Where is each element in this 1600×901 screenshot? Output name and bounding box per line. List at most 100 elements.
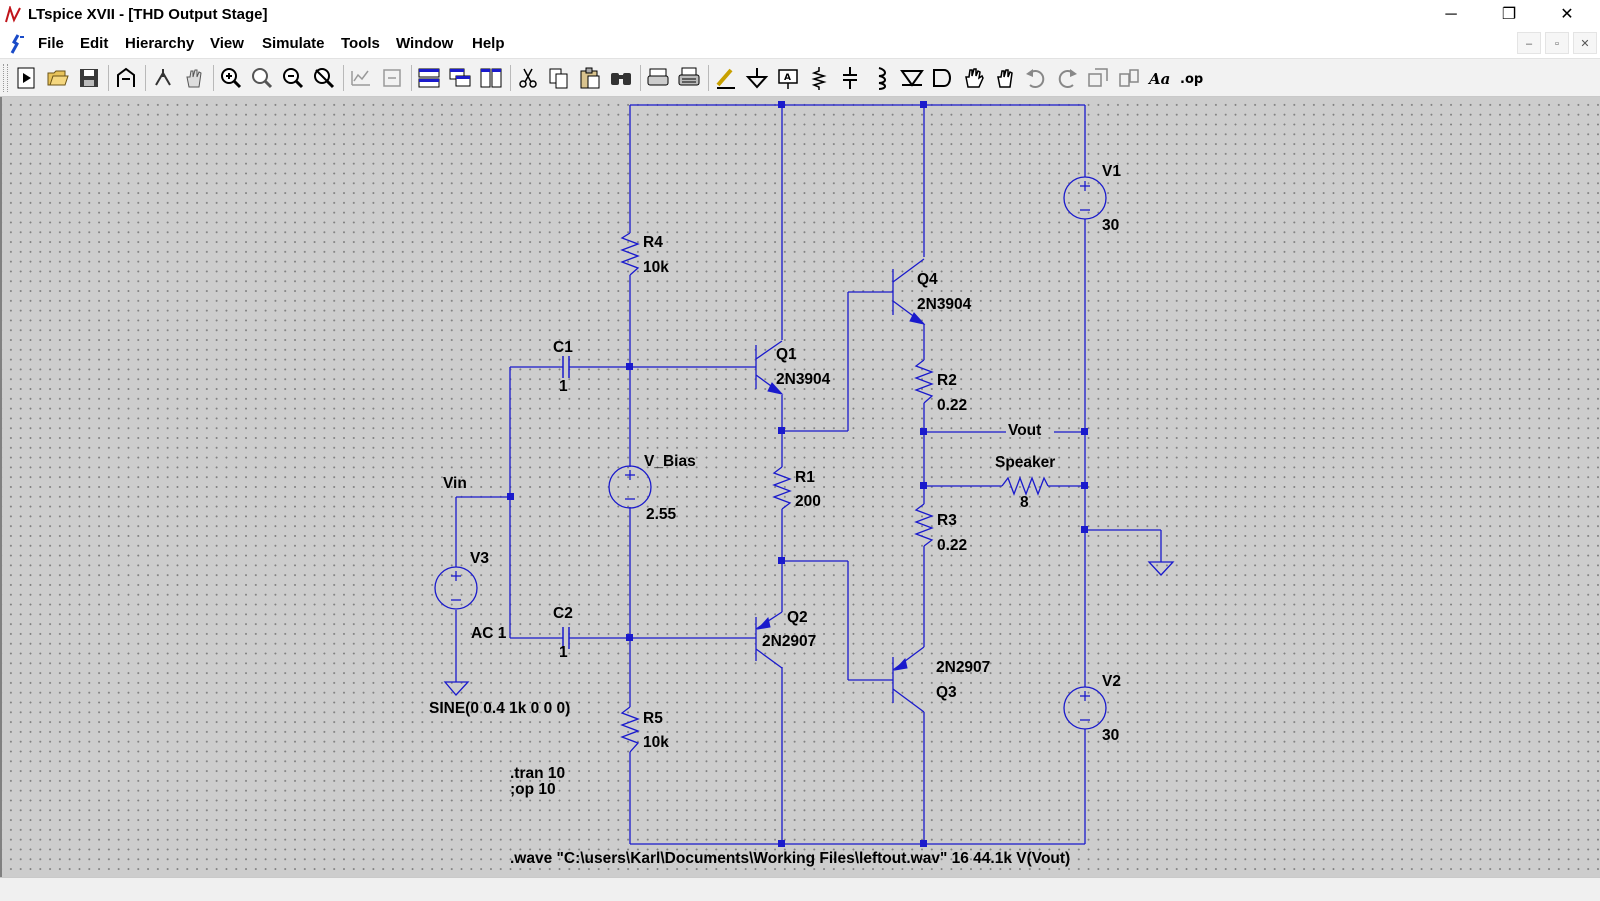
menu-file[interactable]: File: [38, 35, 64, 52]
vbias-value-label: 2.55: [646, 506, 677, 523]
voltage-source-v3[interactable]: [434, 566, 478, 610]
transistor-q1[interactable]: [767, 382, 784, 395]
resistor-r5[interactable]: [620, 706, 640, 753]
resistor-button[interactable]: [806, 65, 832, 91]
resistor-r4[interactable]: [620, 232, 640, 276]
open-button[interactable]: [45, 65, 71, 91]
mdi-minimize-button[interactable]: –: [1517, 32, 1541, 54]
draw-wire-button[interactable]: [713, 65, 739, 91]
tile-vertical-button[interactable]: [478, 65, 504, 91]
save-button[interactable]: [76, 65, 102, 91]
zoom-in-icon: [221, 68, 242, 89]
zoom-cancel-button[interactable]: [311, 65, 337, 91]
redo-icon: [1058, 69, 1077, 88]
junction-dot: [1081, 482, 1088, 489]
transistor-q4[interactable]: [909, 312, 926, 325]
control-panel-button[interactable]: [113, 65, 139, 91]
menu-tools[interactable]: Tools: [341, 35, 380, 52]
svg-text:A: A: [784, 73, 791, 83]
cascade-button[interactable]: [447, 65, 473, 91]
print-button[interactable]: [645, 65, 671, 91]
restore-window-button[interactable]: ❐: [1501, 6, 1517, 23]
voltage-source-vbias[interactable]: [608, 465, 652, 509]
cut-button[interactable]: [515, 65, 541, 91]
find-button[interactable]: [608, 65, 634, 91]
diode-button[interactable]: [899, 65, 925, 91]
tran-directive[interactable]: .tran 10: [510, 765, 565, 782]
run-button[interactable]: [14, 65, 40, 91]
capacitors: [562, 356, 570, 649]
r3-name-label: R3: [937, 512, 957, 529]
junction-dot: [626, 363, 633, 370]
ground-button[interactable]: [744, 65, 770, 91]
ground-icon[interactable]: [443, 681, 470, 696]
resistor-r3[interactable]: [914, 503, 934, 547]
undo-icon: [1026, 69, 1045, 88]
move-button[interactable]: [961, 65, 987, 91]
junction-dot: [1081, 428, 1088, 435]
r3-value-label: 0.22: [937, 537, 967, 554]
op-directive[interactable]: ;op 10: [510, 781, 556, 798]
wave-directive[interactable]: .wave "C:\users\Karl\Documents\Working F…: [510, 850, 1070, 867]
voltage-source-v1[interactable]: [1063, 176, 1107, 220]
menu-help[interactable]: Help: [472, 35, 505, 52]
menu-hierarchy[interactable]: Hierarchy: [125, 35, 195, 52]
schematic-doc-icon[interactable]: [6, 33, 28, 55]
menu-simulate[interactable]: Simulate: [262, 35, 325, 52]
undo-button[interactable]: [1023, 65, 1049, 91]
component-button[interactable]: [930, 65, 956, 91]
c2-value-label: 1: [559, 644, 568, 661]
text-button[interactable]: Aa: [1147, 65, 1173, 91]
menu-view[interactable]: View: [210, 35, 244, 52]
copy-button[interactable]: [546, 65, 572, 91]
toolbar-separator: [145, 65, 146, 91]
rotate-icon: [1088, 68, 1108, 87]
toolbar-grip[interactable]: [3, 64, 8, 92]
voltage-source-v2[interactable]: [1063, 686, 1107, 730]
close-window-button[interactable]: ✕: [1560, 6, 1574, 23]
schematic-canvas[interactable]: V1 30 R4 10k Q4 2N3904 C1 1 Q1 2N3904 R2…: [0, 97, 1600, 877]
run-icon: [17, 67, 35, 89]
autorange-button[interactable]: [348, 65, 374, 91]
tile-horizontal-button[interactable]: [416, 65, 442, 91]
autorange-icon: [351, 70, 370, 86]
r5-value-label: 10k: [643, 734, 669, 751]
menu-edit[interactable]: Edit: [80, 35, 109, 52]
toolbar-separator: [108, 65, 109, 91]
resistor-r1[interactable]: [772, 466, 792, 510]
mirror-button[interactable]: [1116, 65, 1142, 91]
zoom-out-button[interactable]: [280, 65, 306, 91]
halt-button[interactable]: [150, 65, 176, 91]
resistor-speaker[interactable]: [1001, 476, 1049, 496]
mdi-close-button[interactable]: ✕: [1573, 32, 1597, 54]
zoom-in-button[interactable]: [218, 65, 244, 91]
junction-dot: [778, 427, 785, 434]
junction-dot: [920, 840, 927, 847]
vin-net-label: Vin: [443, 475, 467, 492]
menu-window[interactable]: Window: [396, 35, 454, 52]
redo-button[interactable]: [1054, 65, 1080, 91]
zoom-fit-button[interactable]: [249, 65, 275, 91]
minimize-window-button[interactable]: ─: [1445, 6, 1457, 23]
transistor-q3[interactable]: [893, 657, 908, 671]
q1-model-label: 2N3904: [776, 371, 831, 388]
capacitor-button[interactable]: [837, 65, 863, 91]
drag-button[interactable]: [992, 65, 1018, 91]
paste-icon: [580, 67, 600, 89]
transistor-q2[interactable]: [756, 616, 771, 630]
paste-button[interactable]: [577, 65, 603, 91]
rotate-button[interactable]: [1085, 65, 1111, 91]
junction-dot: [920, 101, 927, 108]
print-setup-button[interactable]: [676, 65, 702, 91]
mark-button[interactable]: [379, 65, 405, 91]
pan-hand-button[interactable]: [181, 65, 207, 91]
mdi-restore-button[interactable]: ▫: [1545, 32, 1569, 54]
label-net-button[interactable]: A: [775, 65, 801, 91]
inductor-button[interactable]: [868, 65, 894, 91]
wires: [455, 104, 1162, 845]
spice-directive-button[interactable]: .op: [1178, 65, 1204, 91]
resistor-r2[interactable]: [914, 359, 934, 404]
label-net-icon: A: [778, 69, 798, 89]
q4-model-label: 2N3904: [917, 296, 972, 313]
ground-icon[interactable]: [1147, 561, 1175, 576]
